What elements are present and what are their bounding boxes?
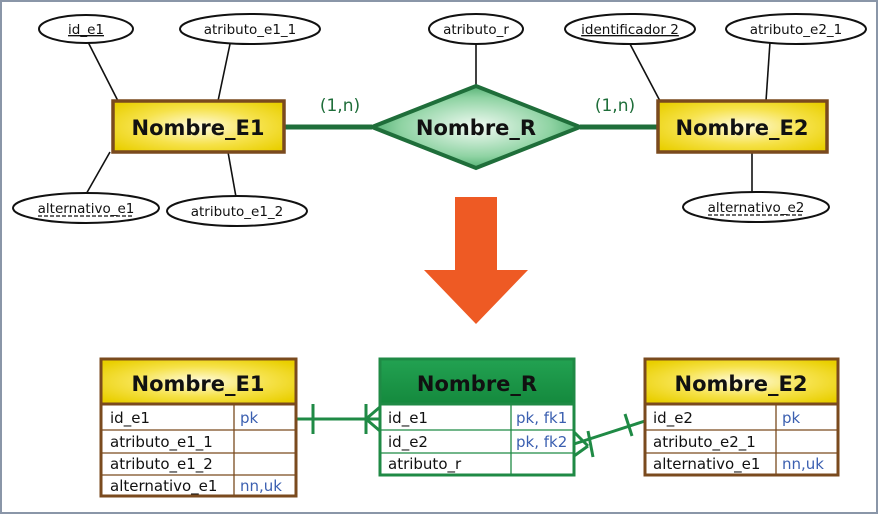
table-e2-row-2-name: atributo_e2_1: [653, 433, 756, 452]
attr-alternativo-e2: alternativo_e2: [708, 200, 805, 216]
table-e1-row-4-name: alternativo_e1: [110, 477, 217, 496]
table-nombre-e2: Nombre_E2 id_e2 pk atributo_e2_1 alterna…: [643, 357, 840, 477]
table-e1-row-2-name: atributo_e1_1: [110, 433, 213, 452]
table-r-row-1-meta: pk, fk1: [516, 409, 567, 427]
table-r-row-2-meta: pk, fk2: [516, 433, 567, 451]
table-e2-title: Nombre_E2: [675, 372, 808, 396]
down-arrow-icon: [424, 197, 528, 324]
table-e1-row-4-meta: nn,uk: [240, 477, 282, 495]
attr-atributo-e2-1: atributo_e2_1: [750, 22, 843, 38]
attr-atributo-r: atributo_r: [443, 22, 509, 38]
cardinality-left: (1,n): [320, 96, 360, 116]
table-e1-row-1-meta: pk: [240, 409, 259, 427]
attr-identificador-2: identificador 2: [581, 22, 679, 38]
table-r-row-3-name: atributo_r: [388, 455, 462, 474]
relational-connectors: [296, 404, 646, 458]
table-r-row-1-name: id_e1: [388, 409, 428, 428]
table-e1-row-3-name: atributo_e1_2: [110, 455, 213, 474]
table-e2-row-3-name: alternativo_e1: [653, 455, 760, 474]
table-e2-row-1-meta: pk: [782, 409, 801, 427]
table-nombre-r: Nombre_R id_e1 pk, fk1 id_e2 pk, fk2 atr…: [378, 357, 576, 477]
entity-e2-label: Nombre_E2: [676, 116, 809, 140]
attr-alternativo-e1: alternativo_e1: [38, 201, 135, 217]
relation-label: Nombre_R: [416, 116, 536, 140]
attr-id-e1: id_e1: [68, 22, 104, 38]
attribute-links: [84, 41, 771, 198]
entity-e1-label: Nombre_E1: [132, 116, 265, 140]
table-e1-title: Nombre_E1: [132, 372, 265, 396]
entity-e1-box: [111, 99, 286, 154]
cardinality-right: (1,n): [595, 96, 635, 116]
table-nombre-e1: Nombre_E1 id_e1 pk atributo_e1_1 atribut…: [99, 357, 298, 498]
attr-atributo-e1-1: atributo_e1_1: [204, 22, 297, 38]
relation-diamond: [366, 83, 586, 171]
table-e2-row-1-name: id_e2: [653, 409, 693, 428]
entity-e2-box: [656, 99, 829, 154]
table-r-row-2-name: id_e2: [388, 433, 428, 452]
attr-atributo-e1-2: atributo_e1_2: [191, 204, 284, 220]
table-e1-row-1-name: id_e1: [110, 409, 150, 428]
table-r-title: Nombre_R: [417, 372, 537, 396]
table-e2-row-3-meta: nn,uk: [782, 455, 824, 473]
